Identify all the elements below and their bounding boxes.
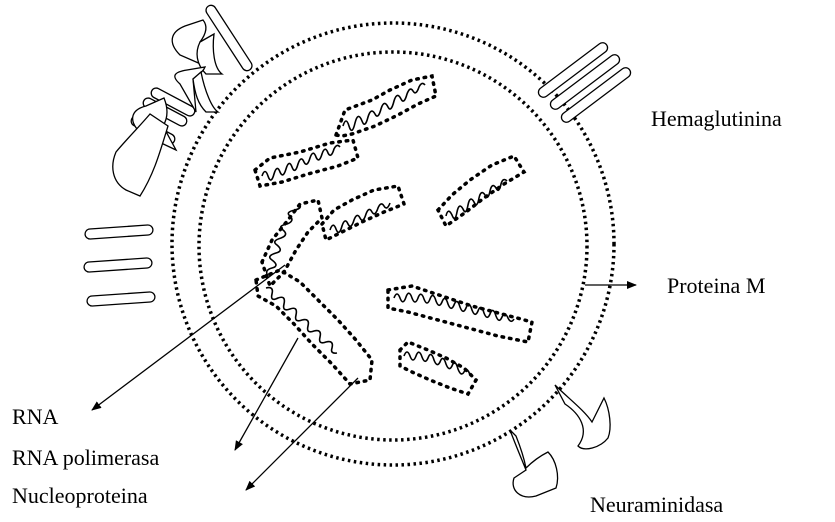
label-arrows: [92, 265, 636, 490]
rna-segment: [400, 342, 476, 394]
rna-segment: [336, 76, 436, 136]
label-rna: RNA: [12, 406, 58, 428]
label-rna-polimerasa: RNA polimerasa: [12, 447, 159, 469]
arrow-nucleoproteina: [246, 378, 358, 490]
hemagglutinin-spikes-left: [84, 225, 156, 307]
rna-segment: [322, 186, 404, 240]
arrow-rna: [92, 265, 285, 410]
label-neuraminidasa: Neuraminidasa: [590, 494, 723, 516]
rna-segment: [256, 270, 372, 384]
matrix-protein-layer: [199, 52, 587, 440]
neuraminidase-spikes-bottom-right: [510, 385, 610, 497]
arrow-rna-polimerasa: [235, 338, 298, 450]
label-hemaglutinina: Hemaglutinina: [651, 108, 782, 130]
label-nucleoproteina: Nucleoproteina: [12, 485, 148, 507]
rna-segment: [388, 286, 532, 342]
hemagglutinin-spikes-top-right: [536, 41, 632, 125]
nucleocapsid-segments: [255, 76, 532, 394]
label-proteina-m: Proteina M: [667, 275, 765, 297]
rna-segment: [255, 140, 358, 186]
rna-segment: [438, 156, 524, 226]
